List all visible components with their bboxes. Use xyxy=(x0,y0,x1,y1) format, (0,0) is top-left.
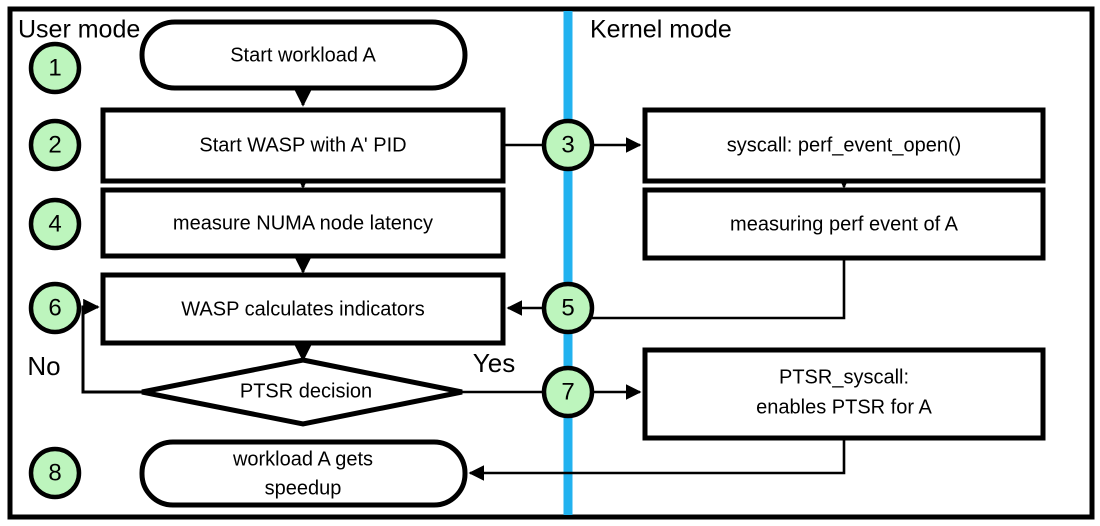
badge-6[interactable]: 6 xyxy=(28,281,82,335)
node-start-wasp-label: Start WASP with A' PID xyxy=(199,134,406,156)
node-measure-numa-latency[interactable] xyxy=(100,187,506,259)
branch-label-yes: Yes xyxy=(473,348,515,378)
node-ptsr-decision-label: PTSR decision xyxy=(240,380,372,402)
badge-8[interactable]: 8 xyxy=(28,446,82,500)
branch-label-no: No xyxy=(27,351,60,381)
node-workload-speedup-label-line1: workload A gets xyxy=(232,448,373,470)
connector-measuring-to-badge5 xyxy=(592,258,846,320)
badge-4-label: 4 xyxy=(48,210,61,237)
node-start-wasp[interactable] xyxy=(100,107,506,184)
node-syscall-perf-event-open[interactable] xyxy=(642,107,1046,184)
node-workload-speedup-label-line2: speedup xyxy=(265,477,342,499)
node-ptsr-decision[interactable] xyxy=(141,357,463,427)
node-measure-numa-latency-label: measure NUMA node latency xyxy=(173,212,433,234)
badge-6-label: 6 xyxy=(48,294,61,321)
badge-8-label: 8 xyxy=(48,459,61,486)
badge-2[interactable]: 2 xyxy=(28,118,82,172)
badge-2-label: 2 xyxy=(48,131,61,158)
badge-3-label: 3 xyxy=(561,131,574,158)
badge-3-circle xyxy=(541,118,595,172)
badge-2-circle xyxy=(28,118,82,172)
node-wasp-calculates-indicators[interactable] xyxy=(100,272,506,346)
node-syscall-perf-event-open-label: syscall: perf_event_open() xyxy=(727,134,962,156)
badge-4-circle xyxy=(28,197,82,251)
badge-4[interactable]: 4 xyxy=(28,197,82,251)
node-start-workload[interactable] xyxy=(139,19,468,91)
diagram-frame xyxy=(7,6,1095,520)
node-ptsr-syscall-label-line2: enables PTSR for A xyxy=(756,396,932,418)
badge-7[interactable]: 7 xyxy=(541,365,595,419)
badge-3[interactable]: 3 xyxy=(541,118,595,172)
badge-6-circle xyxy=(28,281,82,335)
badge-1-label: 1 xyxy=(48,54,61,81)
node-ptsr-syscall-label-line1: PTSR_syscall: xyxy=(779,366,909,388)
badge-7-label: 7 xyxy=(561,378,574,405)
lane-label-user-mode: User mode xyxy=(18,16,140,44)
node-ptsr-syscall[interactable] xyxy=(642,347,1046,441)
badge-1[interactable]: 1 xyxy=(28,41,82,95)
node-start-workload-label: Start workload A xyxy=(230,44,376,66)
node-measuring-perf-event[interactable] xyxy=(642,187,1046,261)
badge-7-circle xyxy=(541,365,595,419)
badge-8-circle xyxy=(28,446,82,500)
badge-1-circle xyxy=(28,41,82,95)
node-workload-speedup[interactable] xyxy=(139,439,468,508)
node-measuring-perf-event-label: measuring perf event of A xyxy=(730,213,959,235)
connector-decision-no-loop xyxy=(81,298,142,394)
badge-5-circle xyxy=(541,281,595,335)
badge-5-label: 5 xyxy=(561,294,574,321)
connector-ptsr-to-speedup xyxy=(468,438,846,481)
badge-5[interactable]: 5 xyxy=(541,281,595,335)
lane-label-kernel-mode: Kernel mode xyxy=(590,16,732,44)
node-wasp-calculates-indicators-label: WASP calculates indicators xyxy=(181,298,424,320)
